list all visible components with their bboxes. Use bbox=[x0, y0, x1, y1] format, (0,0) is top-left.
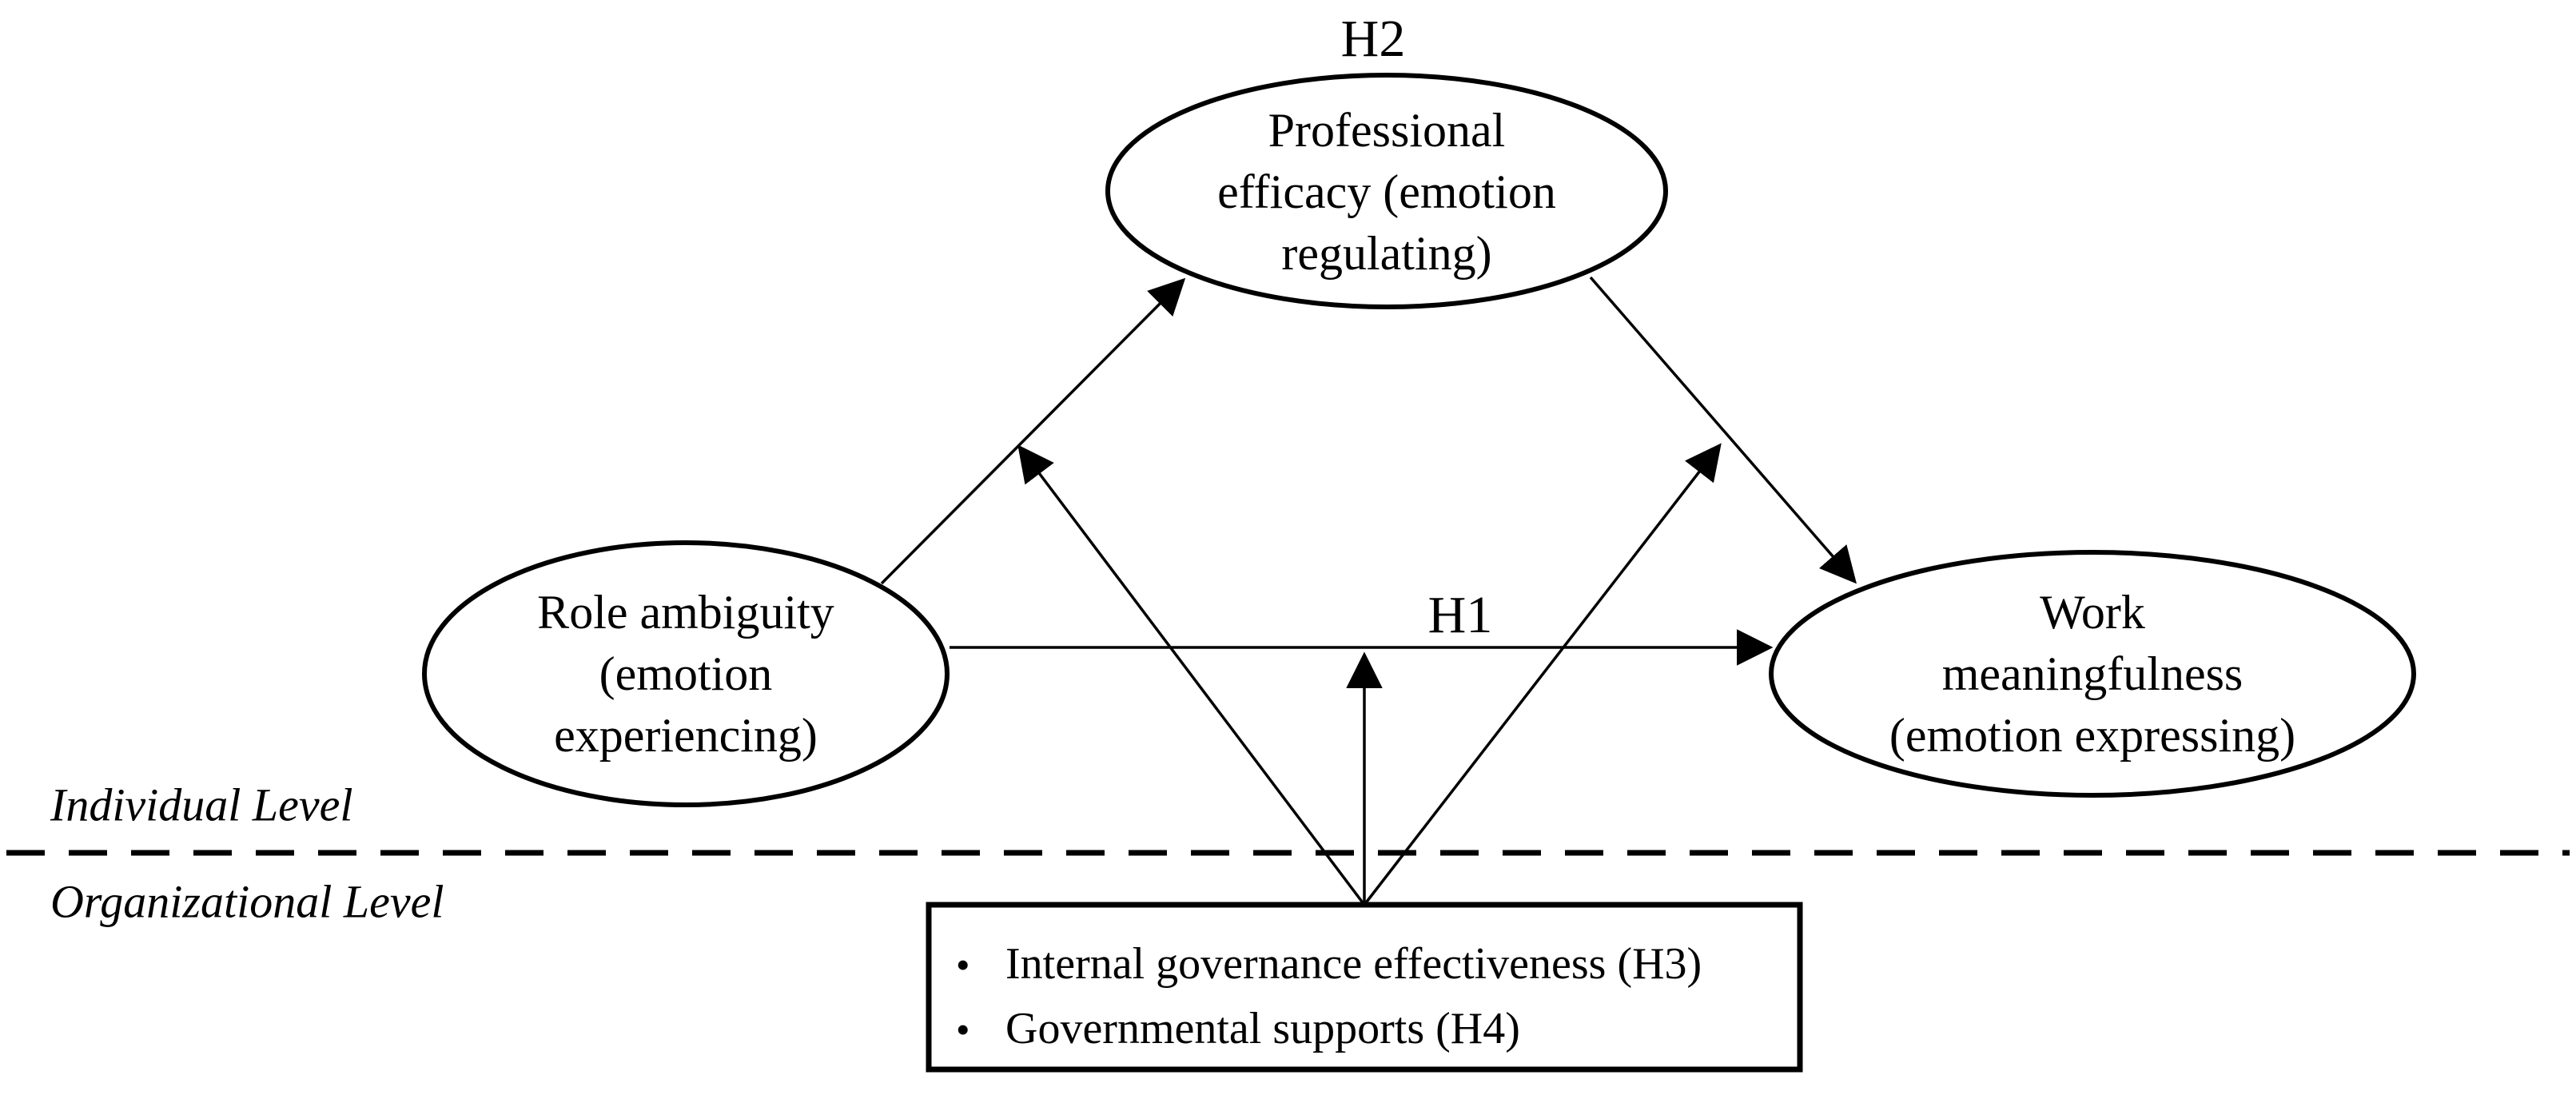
edge-role-to-professional-arrow bbox=[880, 277, 1186, 585]
bullet-icon: • bbox=[956, 942, 970, 987]
bullet-icon: • bbox=[956, 1007, 970, 1052]
node-label-line: (emotion expressing) bbox=[1889, 708, 2296, 762]
edge-professional-to-work-arrow bbox=[1589, 276, 1857, 584]
moderator-item-text: Governmental supports (H4) bbox=[1005, 1004, 1520, 1053]
moderator-item-text: Internal governance effectiveness (H3) bbox=[1005, 939, 1702, 989]
ellipse-role-ambiguity bbox=[422, 540, 950, 807]
node-label-line: efficacy (emotion bbox=[1217, 165, 1556, 218]
node-label-line: Work bbox=[2040, 585, 2145, 639]
organizational-level-label: Organizational Level bbox=[50, 875, 444, 928]
ellipse-professional-efficacy bbox=[1105, 73, 1668, 309]
ellipse-work-meaningfulness bbox=[1769, 550, 2416, 798]
node-label-line: meaningfulness bbox=[1941, 647, 2244, 700]
moderator-arrow-to-right-path bbox=[1363, 443, 1722, 906]
moderator-list: • Internal governance effectiveness (H3)… bbox=[956, 932, 1702, 1061]
node-label-professional-efficacy: Professional efficacy (emotion regulatin… bbox=[1217, 100, 1556, 284]
individual-level-label: Individual Level bbox=[50, 778, 353, 831]
node-label-line: (emotion bbox=[599, 647, 773, 700]
moderator-box-outline bbox=[926, 902, 1803, 1073]
node-label-line: Professional bbox=[1268, 103, 1506, 157]
node-label-line: Role ambiguity bbox=[537, 585, 834, 639]
node-label-work-meaningfulness: Work meaningfulness (emotion expressing) bbox=[1889, 582, 2295, 766]
h2-label: H2 bbox=[1340, 9, 1406, 68]
node-label-role-ambiguity: Role ambiguity (emotion experiencing) bbox=[537, 582, 834, 766]
list-item: • Internal governance effectiveness (H3) bbox=[956, 932, 1702, 997]
node-label-line: experiencing) bbox=[554, 708, 818, 762]
moderator-arrow-to-left-path bbox=[1017, 444, 1366, 906]
h1-label: H1 bbox=[1427, 585, 1493, 644]
list-item: • Governmental supports (H4) bbox=[956, 997, 1702, 1061]
node-label-line: regulating) bbox=[1281, 226, 1492, 280]
